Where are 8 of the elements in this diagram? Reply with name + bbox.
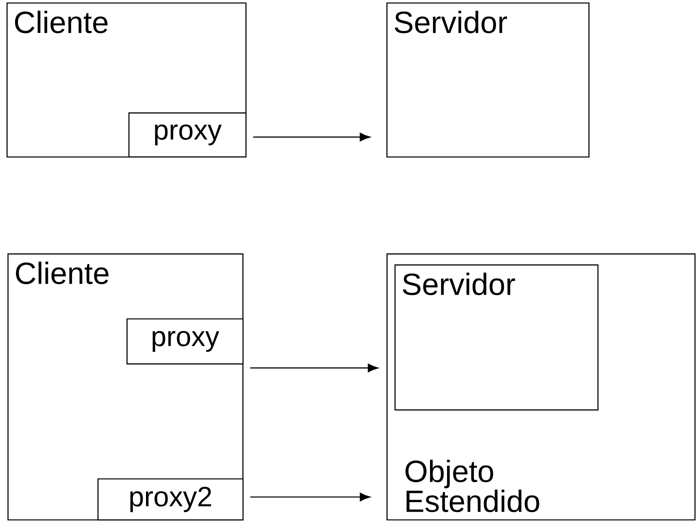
proxy-box: proxy bbox=[126, 318, 244, 365]
component-box: Servidor bbox=[386, 2, 590, 158]
component-box: Servidor bbox=[394, 264, 598, 411]
arrow bbox=[253, 132, 370, 142]
proxy-box: proxy2 bbox=[97, 478, 244, 520]
arrow bbox=[250, 492, 370, 502]
proxy-box: proxy bbox=[128, 112, 247, 158]
arrow bbox=[250, 364, 378, 372]
